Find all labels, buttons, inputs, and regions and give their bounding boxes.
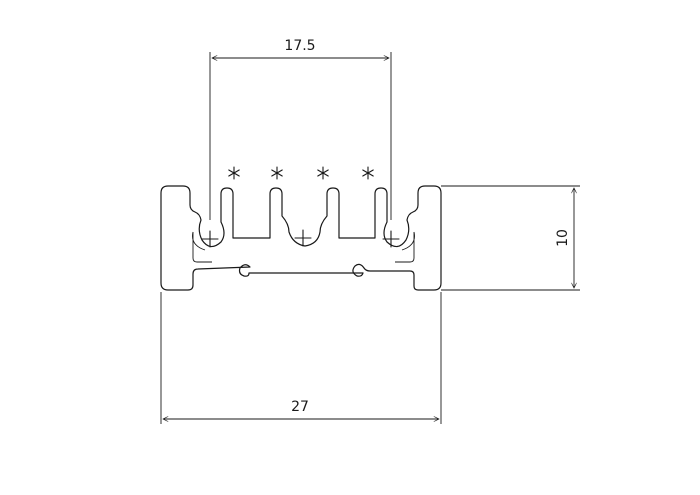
dimension-label-height: 10	[555, 229, 571, 247]
asterisk-marker-2	[271, 166, 283, 180]
asterisk-marker-4	[362, 166, 374, 180]
screw-hole-left	[201, 230, 219, 248]
dimension-label-overall-width: 27	[291, 399, 309, 415]
profile-outline	[160, 185, 442, 291]
screw-hole-center	[294, 229, 312, 247]
dimension-overall-width: 27	[160, 292, 442, 424]
dimension-height: 10	[441, 185, 580, 291]
inner-contour-left	[192, 231, 212, 263]
screw-hole-right	[382, 230, 400, 248]
asterisk-marker-3	[317, 166, 329, 180]
dimension-top-width: 17.5	[209, 38, 392, 220]
inner-contour-right	[395, 231, 415, 263]
dimension-label-top-width: 17.5	[284, 38, 315, 54]
asterisk-marker-1	[228, 166, 240, 180]
